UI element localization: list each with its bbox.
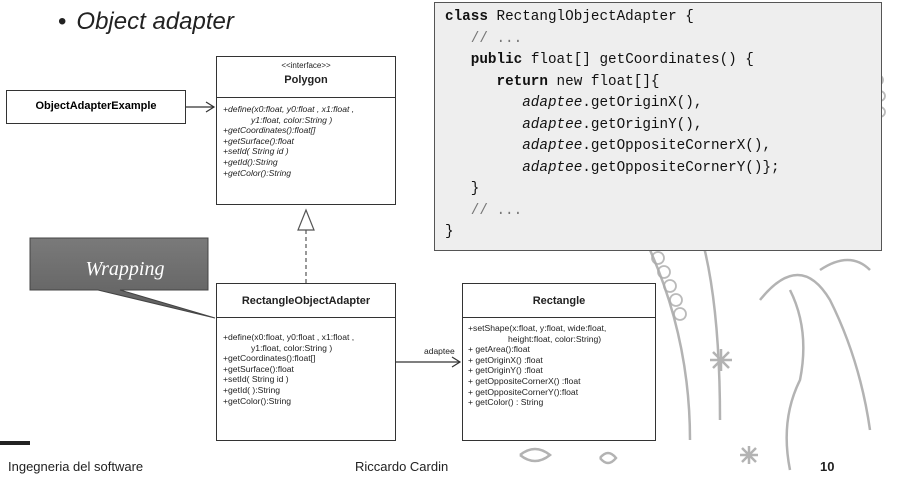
operation: +define(x0:float, y0:float , x1:float , <box>223 332 355 342</box>
footer-accent-bar <box>0 441 30 445</box>
footer-course: Ingegneria del software <box>8 459 144 474</box>
bullet-icon: • <box>58 8 67 35</box>
association-label-adaptee: adaptee <box>424 346 455 356</box>
page-number: 10 <box>820 459 835 474</box>
operation: +setShape(x:float, y:float, wide:float, <box>468 323 607 333</box>
operation: +getColor():String <box>223 167 292 178</box>
realization-arrow <box>297 208 315 231</box>
adaptee-operations: +setShape(x:float, y:float, wide:float, … <box>463 318 655 408</box>
code-variable: adaptee <box>522 159 583 176</box>
operation: +setId( String id ) <box>223 146 289 157</box>
polygon-operations: +define(x0:float, y0:float , x1:float , … <box>217 98 395 178</box>
operation: +getSurface():float <box>223 363 294 374</box>
operation: +getCoordinates():float[] <box>223 353 316 364</box>
association-arrow-client <box>205 101 216 113</box>
adapter-operations: +define(x0:float, y0:float , x1:float , … <box>217 318 395 406</box>
uml-class-adapter: RectangleObjectAdapter +define(x0:float,… <box>216 283 396 441</box>
polygon-header: <<interface>> Polygon <box>217 57 395 98</box>
adapter-name: RectangleObjectAdapter <box>241 295 371 307</box>
operation: + getOriginX() :float <box>468 354 543 365</box>
code-keyword: public <box>470 52 523 68</box>
code-text: .getOriginY(), <box>582 116 703 133</box>
code-snippet: class RectanglObjectAdapter { // ... pub… <box>434 2 882 251</box>
callout-text: Wrapping <box>85 258 165 280</box>
code-line: } <box>445 224 454 240</box>
adaptee-header: Rectangle <box>463 284 655 318</box>
footer-author: Riccardo Cardin <box>355 459 449 474</box>
association-arrow-adaptee <box>451 356 462 368</box>
code-line: adaptee.getOriginY(), <box>445 115 881 137</box>
uml-class-adaptee: Rectangle +setShape(x:float, y:float, wi… <box>462 283 656 441</box>
operation: +getId( ):String <box>223 384 281 395</box>
code-text: .getOppositeCornerX(), <box>582 138 772 154</box>
code-text: float[] getCoordinates() { <box>522 52 754 68</box>
client-class-name: ObjectAdapterExample <box>35 100 157 112</box>
operation: +getId():String <box>223 156 278 167</box>
code-line: adaptee.getOriginX(), <box>445 93 881 115</box>
operation: height:float, color:String) <box>508 333 602 344</box>
code-text: RectanglObjectAdapter { <box>487 9 694 25</box>
code-line: class RectanglObjectAdapter { <box>445 7 881 29</box>
code-comment: // ... <box>445 202 523 219</box>
code-text: new float[]{ <box>547 73 660 90</box>
adaptee-name: Rectangle <box>532 295 586 307</box>
code-variable: adaptee <box>522 138 583 154</box>
operation: y1:float, color:String ) <box>251 342 333 353</box>
code-text: .getOppositeCornerY()}; <box>582 159 780 176</box>
operation: + getOriginY() :float <box>468 365 543 376</box>
code-keyword: class <box>445 9 488 25</box>
code-comment: // ... <box>445 30 523 47</box>
slide-title-text: Object adapter <box>76 8 234 35</box>
operation: +getSurface():float <box>223 135 294 146</box>
operation: +define(x0:float, y0:float , x1:float , <box>223 104 355 114</box>
code-line: public float[] getCoordinates() { <box>445 50 881 72</box>
code-line: adaptee.getOppositeCornerY()}; <box>445 158 881 180</box>
operation: + getColor() : String <box>468 397 544 408</box>
code-keyword: return <box>496 73 548 90</box>
slide-title: • Object adapter <box>58 8 234 36</box>
code-variable: adaptee <box>522 95 583 111</box>
operation: + getArea():float <box>468 344 530 355</box>
adapter-header: RectangleObjectAdapter <box>217 284 395 318</box>
code-line: adaptee.getOppositeCornerX(), <box>445 136 881 158</box>
code-line: } <box>445 181 480 197</box>
operation: +getColor():String <box>223 395 292 406</box>
operation: + getOppositeCornerX() :float <box>468 375 581 386</box>
operation: +getCoordinates():float[] <box>223 125 316 136</box>
callout-shape <box>29 237 216 319</box>
uml-interface-polygon: <<interface>> Polygon +define(x0:float, … <box>216 56 396 205</box>
code-variable: adaptee <box>522 116 583 133</box>
code-text: .getOriginX(), <box>582 95 703 111</box>
polygon-stereotype: <<interface>> <box>281 61 331 70</box>
code-line: return new float[]{ <box>445 72 881 94</box>
operation: y1:float, color:String ) <box>251 114 333 125</box>
operation: +setId( String id ) <box>223 374 289 385</box>
polygon-name: Polygon <box>284 74 328 86</box>
operation: + getOppositeCornerY():float <box>468 386 579 397</box>
uml-class-client: ObjectAdapterExample <box>6 90 186 124</box>
